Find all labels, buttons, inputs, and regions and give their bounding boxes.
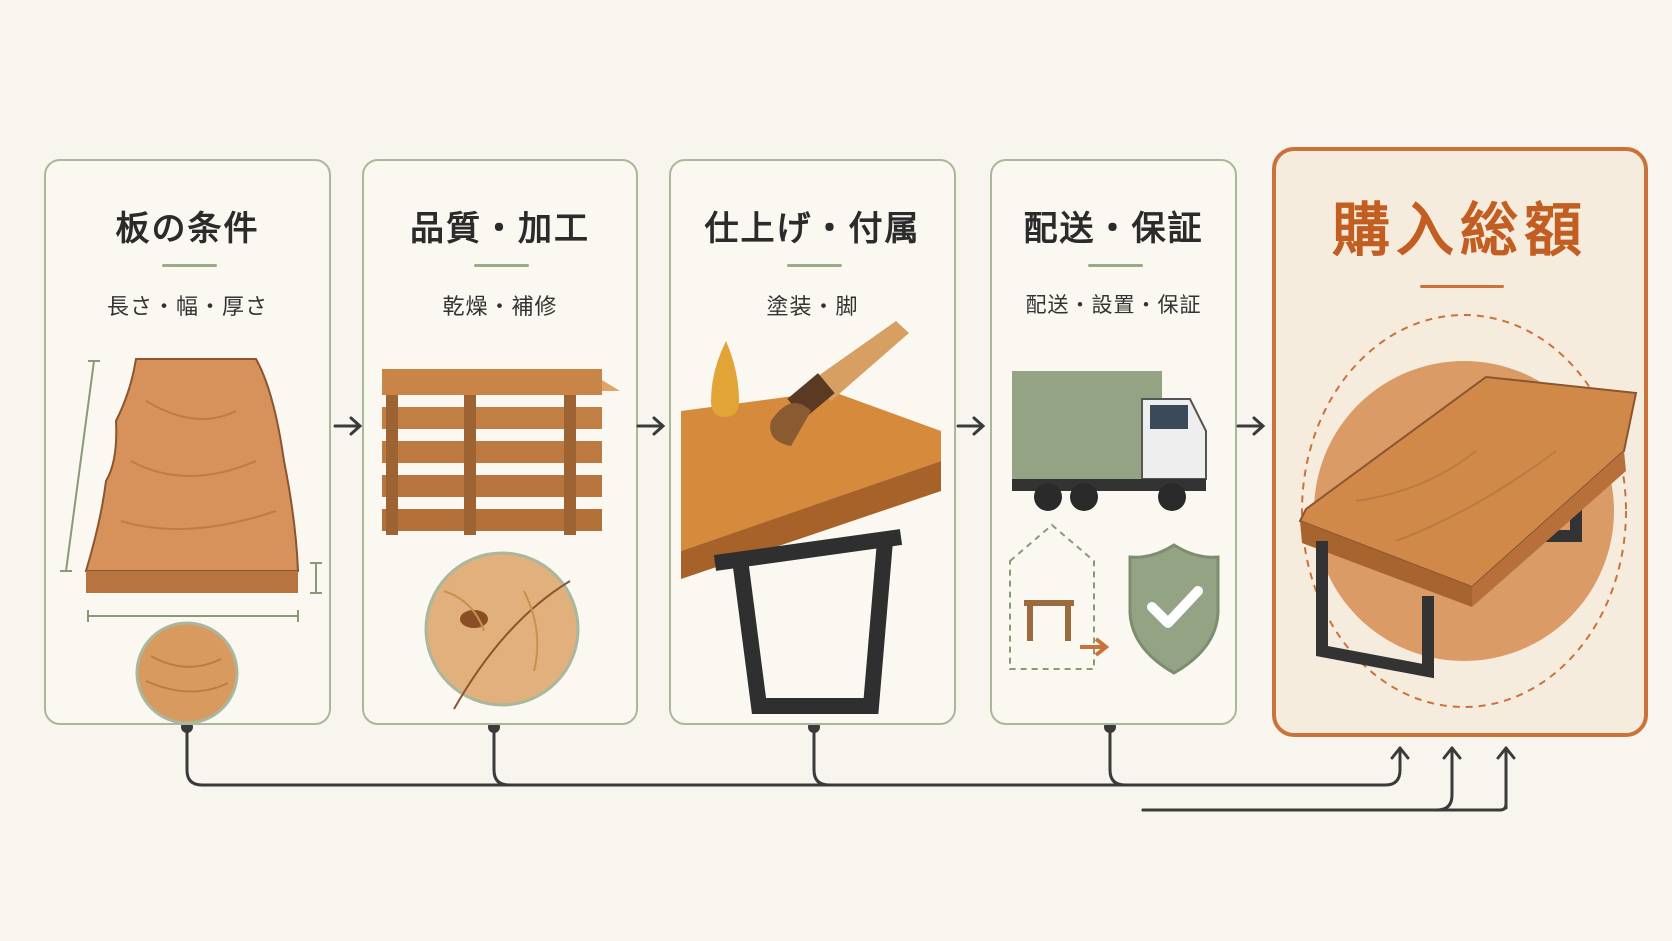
house-delivery-icon — [1009, 523, 1110, 670]
oil-drop-icon — [711, 341, 739, 417]
arrow-right-icon — [333, 414, 365, 442]
arrow-right-icon — [636, 414, 668, 442]
step-title: 品質・加工 — [410, 209, 590, 249]
step-subtitle: 配送・設置・保証 — [1025, 293, 1202, 317]
step-subtitle: 長さ・幅・厚さ — [106, 295, 268, 320]
step-subtitle: 乾燥・補修 — [442, 295, 558, 320]
result-card-total: 購入総額 — [1272, 147, 1648, 737]
arrow-right-icon — [956, 414, 988, 442]
title-rule — [1088, 264, 1143, 267]
step-card-board: 板の条件 長さ・幅・厚さ — [44, 159, 331, 725]
finish-illustration — [681, 321, 941, 714]
step-card-finish: 仕上げ・付属 塗装・脚 — [669, 159, 956, 725]
lumber-stack-icon — [382, 369, 620, 710]
title-rule — [474, 264, 529, 267]
truck-icon — [1012, 371, 1207, 511]
arrow-right-icon — [1236, 414, 1268, 442]
step-title: 板の条件 — [115, 209, 260, 249]
shield-check-icon — [1128, 543, 1220, 675]
step-subtitle: 塗装・脚 — [766, 295, 859, 320]
delivery-illustration — [1009, 371, 1220, 675]
table-icon — [1298, 314, 1638, 708]
step-title: 仕上げ・付属 — [704, 209, 921, 249]
step-card-quality: 品質・加工 乾燥・補修 — [362, 159, 638, 725]
title-rule — [1420, 285, 1504, 288]
step-title: 配送・保証 — [1023, 209, 1204, 249]
brush-icon — [770, 321, 909, 446]
step-card-delivery: 配送・保証 配送・設置・保証 — [990, 159, 1237, 725]
title-rule — [162, 264, 217, 267]
table-leg-icon — [713, 529, 903, 714]
result-title: 購入総額 — [1331, 196, 1588, 264]
title-rule — [787, 264, 842, 267]
slab-icon — [60, 358, 322, 725]
